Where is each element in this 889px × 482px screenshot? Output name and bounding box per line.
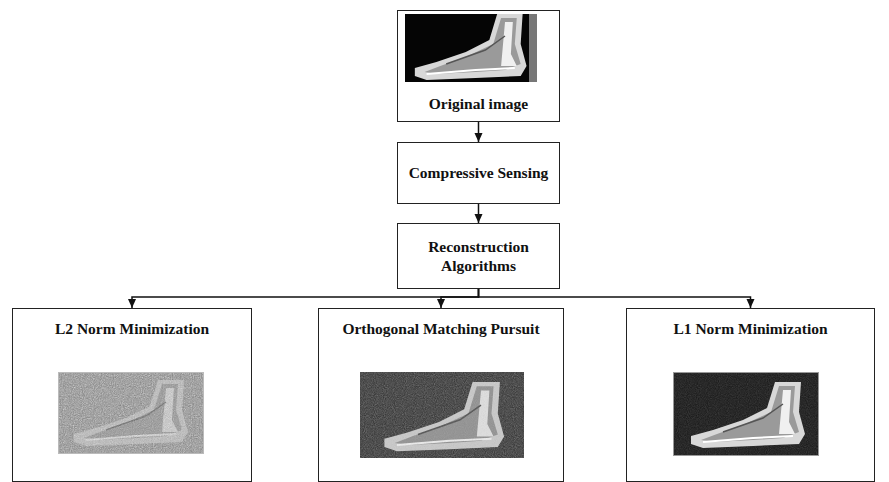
arrow-connector bbox=[479, 289, 751, 308]
node-label: Orthogonal Matching Pursuit bbox=[342, 319, 539, 338]
arrow-connector bbox=[132, 289, 479, 308]
result-box: Orthogonal Matching Pursuit bbox=[318, 308, 564, 482]
l2-reconstruction-image bbox=[58, 372, 204, 454]
l1-reconstruction-image bbox=[673, 372, 819, 456]
process-box: Reconstruction Algorithms bbox=[397, 223, 560, 289]
arrow-connector bbox=[441, 289, 479, 308]
node-label: Original image bbox=[429, 94, 528, 113]
arrow-connector bbox=[478, 122, 480, 142]
result-box: L1 Norm Minimization bbox=[626, 308, 875, 482]
node-label: L1 Norm Minimization bbox=[673, 319, 827, 338]
omp-reconstruction-image bbox=[360, 372, 524, 458]
image-box: Original image bbox=[397, 10, 560, 122]
node-label: Reconstruction Algorithms bbox=[404, 237, 553, 276]
process-box: Compressive Sensing bbox=[397, 142, 560, 204]
node-label: Compressive Sensing bbox=[409, 163, 549, 182]
arrow-connector bbox=[478, 204, 480, 223]
node-label: L2 Norm Minimization bbox=[55, 319, 209, 338]
original-foot-image bbox=[405, 14, 537, 82]
result-box: L2 Norm Minimization bbox=[12, 308, 252, 482]
